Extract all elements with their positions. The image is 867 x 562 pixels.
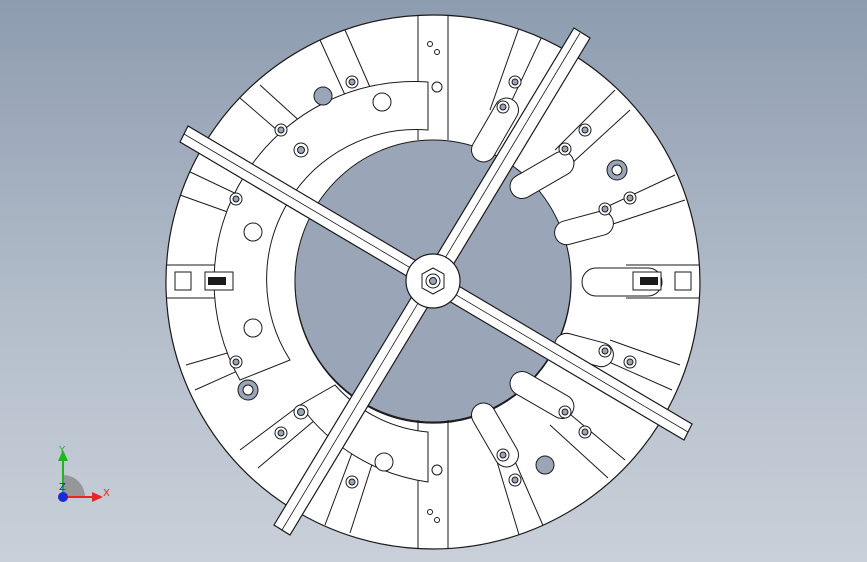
bolt-holes [229,41,637,523]
center-hub [405,253,461,309]
x-axis-arrow-icon [92,492,103,502]
z-axis-label: Z [59,482,66,493]
y-axis-arrow-icon [58,450,68,461]
x-axis-label: X [103,488,110,499]
z-axis-dot-icon [58,492,68,502]
clamp-arc-left [213,81,429,381]
y-axis-label: Y [58,445,66,456]
fixture-model[interactable] [165,14,701,550]
orientation-triad: X Y Z [58,445,110,502]
side-clamps [174,271,692,291]
triad-quadrant [63,475,85,497]
